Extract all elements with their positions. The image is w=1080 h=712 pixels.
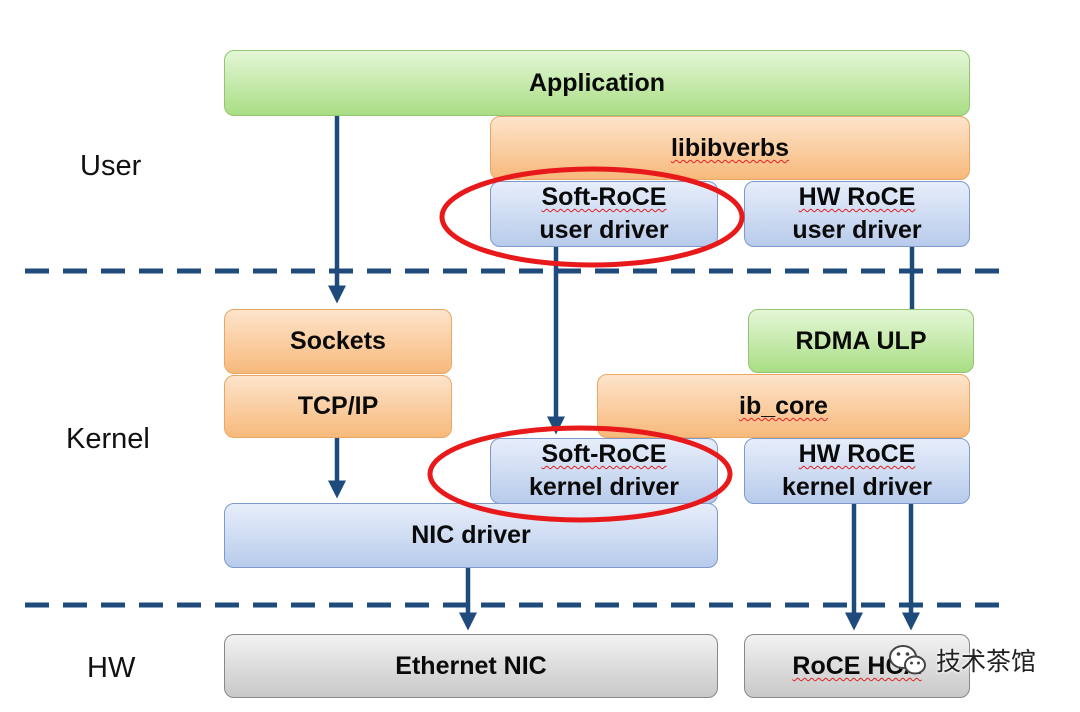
nic-driver-box: NIC driver	[224, 503, 718, 568]
layer-label-hw: HW	[87, 652, 136, 684]
layer-label-kernel: Kernel	[66, 423, 150, 455]
rdma-ulp-box: RDMA ULP	[748, 309, 974, 373]
nic-driver-label: NIC driver	[411, 521, 531, 550]
libibverbs-box: libibverbs	[490, 116, 970, 180]
tcp-ip-label: TCP/IP	[297, 392, 379, 421]
layer-label-user: User	[80, 150, 142, 182]
hw-roce-kernel-driver-box: HW RoCE kernel driver	[744, 438, 970, 504]
application-box: Application	[224, 50, 970, 116]
ethernet-nic-label: Ethernet NIC	[395, 651, 547, 680]
soft-roce-user-line1: Soft-RoCE	[541, 183, 667, 211]
tcp-ip-box: TCP/IP	[224, 375, 452, 438]
soft-roce-user-driver-box: Soft-RoCE user driver	[490, 181, 718, 247]
rdma-ulp-label: RDMA ULP	[795, 326, 927, 355]
hw-roce-user-line2: user driver	[792, 216, 922, 244]
roce-hca-box: RoCE HCA	[744, 634, 970, 698]
hw-roce-user-line1: HW RoCE	[798, 183, 916, 211]
hw-roce-user-driver-box: HW RoCE user driver	[744, 181, 970, 247]
ib-core-box: ib_core	[597, 374, 970, 438]
soft-roce-kernel-line2: kernel driver	[528, 473, 680, 501]
soft-roce-user-line2: user driver	[539, 216, 669, 244]
watermark-text: 技术茶馆	[936, 647, 1037, 676]
hw-roce-kernel-line2: kernel driver	[781, 473, 933, 501]
sockets-label: Sockets	[290, 327, 386, 356]
application-label: Application	[528, 68, 666, 97]
wechat-icon	[889, 645, 926, 675]
soft-roce-kernel-line1: Soft-RoCE	[541, 440, 667, 468]
ib-core-label: ib_core	[739, 391, 828, 420]
libibverbs-label: libibverbs	[670, 133, 790, 162]
soft-roce-kernel-driver-box: Soft-RoCE kernel driver	[490, 438, 718, 504]
sockets-box: Sockets	[224, 309, 452, 374]
watermark: 技术茶馆	[888, 642, 1036, 678]
ethernet-nic-box: Ethernet NIC	[224, 634, 718, 698]
hw-roce-kernel-line1: HW RoCE	[798, 440, 916, 468]
